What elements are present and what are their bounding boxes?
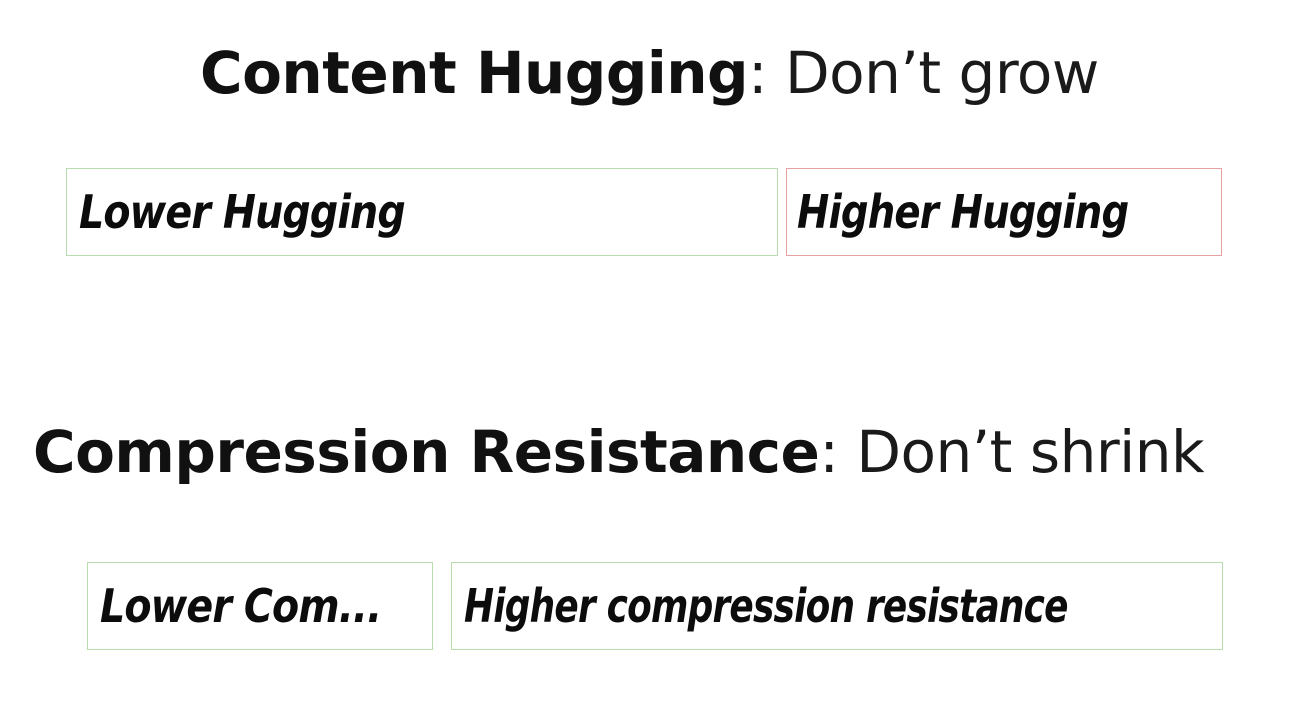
higher-compression-label: Higher compression resistance: [451, 562, 1223, 650]
higher-hugging-text: Higher Hugging: [797, 185, 1129, 239]
lower-hugging-label: Lower Hugging: [66, 168, 778, 256]
higher-compression-text: Higher compression resistance: [464, 579, 1069, 633]
compression-resistance-subtitle: : Don’t shrink: [819, 418, 1205, 486]
lower-compression-text: Lower Com...: [100, 579, 382, 633]
compression-resistance-title: Compression Resistance: [33, 418, 820, 486]
higher-hugging-label: Higher Hugging: [786, 168, 1222, 256]
compression-resistance-heading: Compression Resistance: Don’t shrink: [33, 423, 1205, 481]
content-hugging-subtitle: : Don’t grow: [748, 39, 1099, 107]
content-hugging-title: Content Hugging: [200, 39, 749, 107]
lower-compression-label: Lower Com...: [87, 562, 433, 650]
content-hugging-heading: Content Hugging: Don’t grow: [200, 44, 1099, 102]
lower-hugging-text: Lower Hugging: [79, 185, 406, 239]
